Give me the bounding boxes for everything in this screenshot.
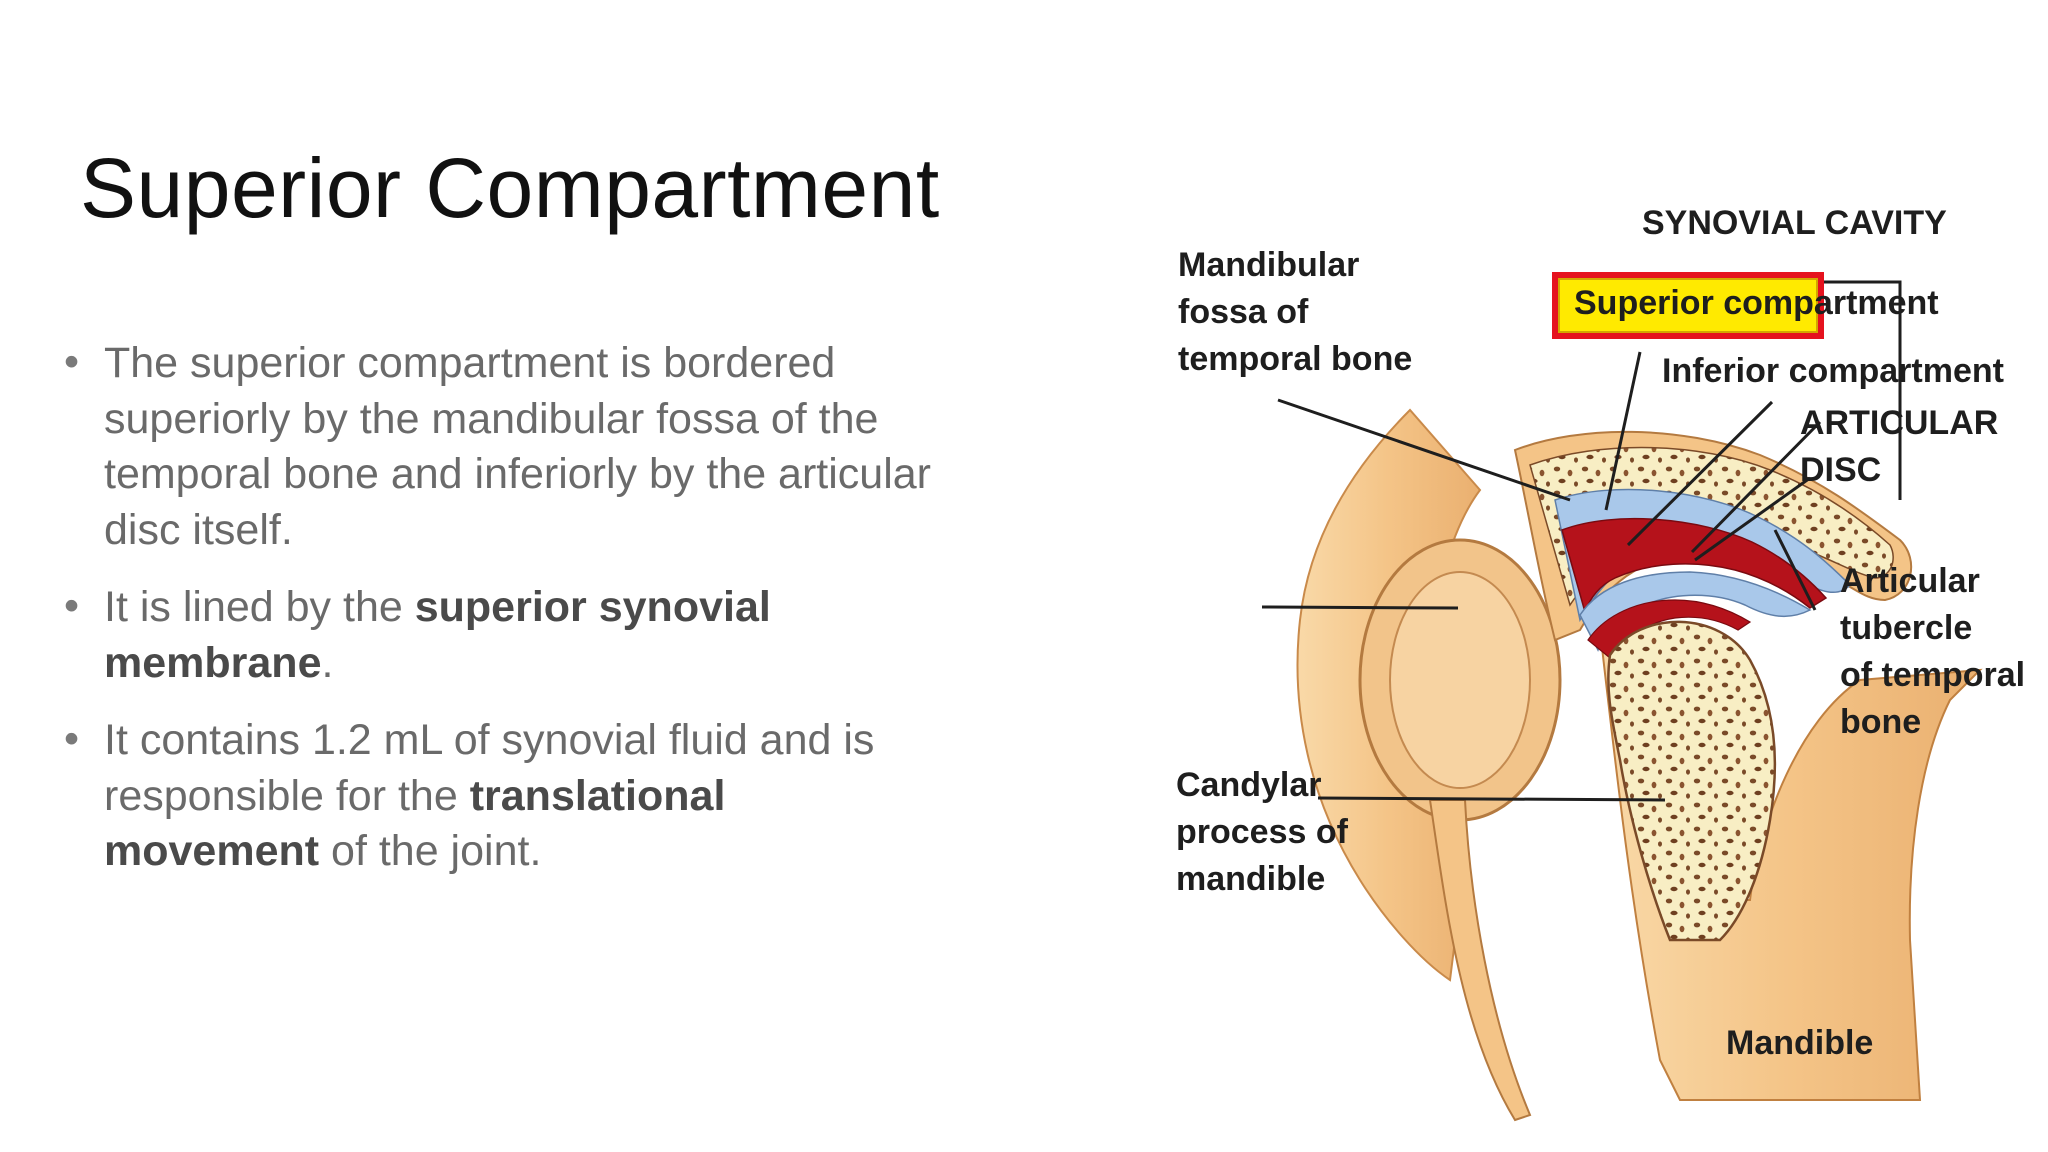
label-mandibular-fossa-line3: temporal bone bbox=[1178, 340, 1413, 378]
label-mandible: Mandible bbox=[1726, 1024, 1874, 1062]
label-synovial-cavity: SYNOVIAL CAVITY bbox=[1642, 204, 1947, 242]
label-articular-tubercle-line4: bone bbox=[1840, 703, 1922, 741]
label-articular-disc-line1: ARTICULAR bbox=[1800, 404, 1999, 442]
bullet-item: The superior compartment is bordered sup… bbox=[64, 335, 944, 558]
bullet-text: of the joint. bbox=[319, 827, 542, 875]
bullet-text: . bbox=[321, 638, 334, 687]
label-articular-disc-line2: DISC bbox=[1800, 451, 1882, 489]
label-condylar-line3: mandible bbox=[1176, 860, 1326, 898]
label-mandibular-fossa-line1: Mandibular bbox=[1178, 246, 1360, 284]
label-superior-compartment: Superior compartment bbox=[1574, 284, 1939, 322]
bullet-item: It is lined by the superior synovial mem… bbox=[64, 579, 944, 691]
bullet-emphasis: translational movement bbox=[104, 771, 726, 876]
label-articular-tubercle-line3: of temporal bbox=[1840, 656, 2026, 694]
slide-title: Superior Compartment bbox=[80, 141, 940, 235]
label-condylar-line1: Candylar bbox=[1176, 766, 1322, 804]
label-inferior-compartment: Inferior compartment bbox=[1662, 352, 2004, 390]
label-articular-tubercle-line2: tubercle bbox=[1840, 609, 1973, 647]
bullet-text: It is lined by the bbox=[104, 583, 415, 631]
label-articular-tubercle-line1: Articular bbox=[1840, 562, 1980, 600]
bullet-text: It contains 1.2 mL of synovial fluid and… bbox=[104, 716, 875, 820]
leader-lines bbox=[1261, 272, 1902, 802]
bullet-text: The superior compartment is bordered sup… bbox=[104, 339, 931, 554]
bullet-item: It contains 1.2 mL of synovial fluid and… bbox=[64, 712, 944, 880]
tmj-diagram: SYNOVIAL CAVITY Superior compartment Inf… bbox=[1160, 200, 2048, 1152]
label-condylar-line2: process of bbox=[1176, 813, 1348, 851]
bullet-list: The superior compartment is bordered sup… bbox=[64, 335, 944, 902]
superior-compartment-highlight: Superior compartment bbox=[1552, 272, 1939, 339]
label-mandibular-fossa-line2: fossa of bbox=[1178, 293, 1309, 331]
bullet-emphasis: superior synovial membrane bbox=[104, 583, 771, 687]
tmj-illustration bbox=[1261, 272, 1983, 1122]
